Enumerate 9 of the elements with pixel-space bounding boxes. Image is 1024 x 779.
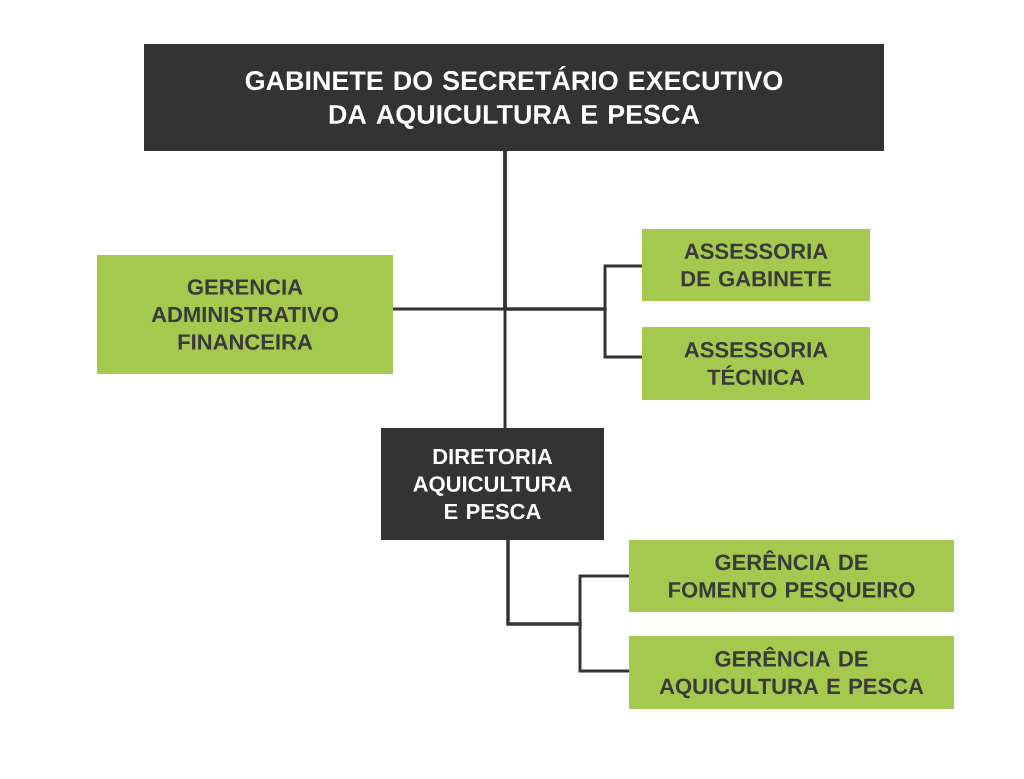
department-box: ASSESSORIA DE GABINETE: [642, 229, 870, 301]
department-box: ASSESSORIA TÉCNICA: [642, 327, 870, 400]
department-box: GERÊNCIA DE FOMENTO PESQUEIRO: [629, 540, 954, 612]
department-box: GERENCIA ADMINISTRATIVO FINANCEIRA: [97, 255, 393, 374]
connector-line: [506, 540, 629, 673]
connector-line: [503, 151, 507, 428]
department-box: GERÊNCIA DE AQUICULTURA E PESCA: [629, 636, 954, 709]
title-box: GABINETE DO SECRETÁRIO EXECUTIVO DA AQUICULTURA E PESCA: [144, 44, 884, 151]
title-box: DIRETORIA AQUICULTURA E PESCA: [381, 428, 604, 540]
